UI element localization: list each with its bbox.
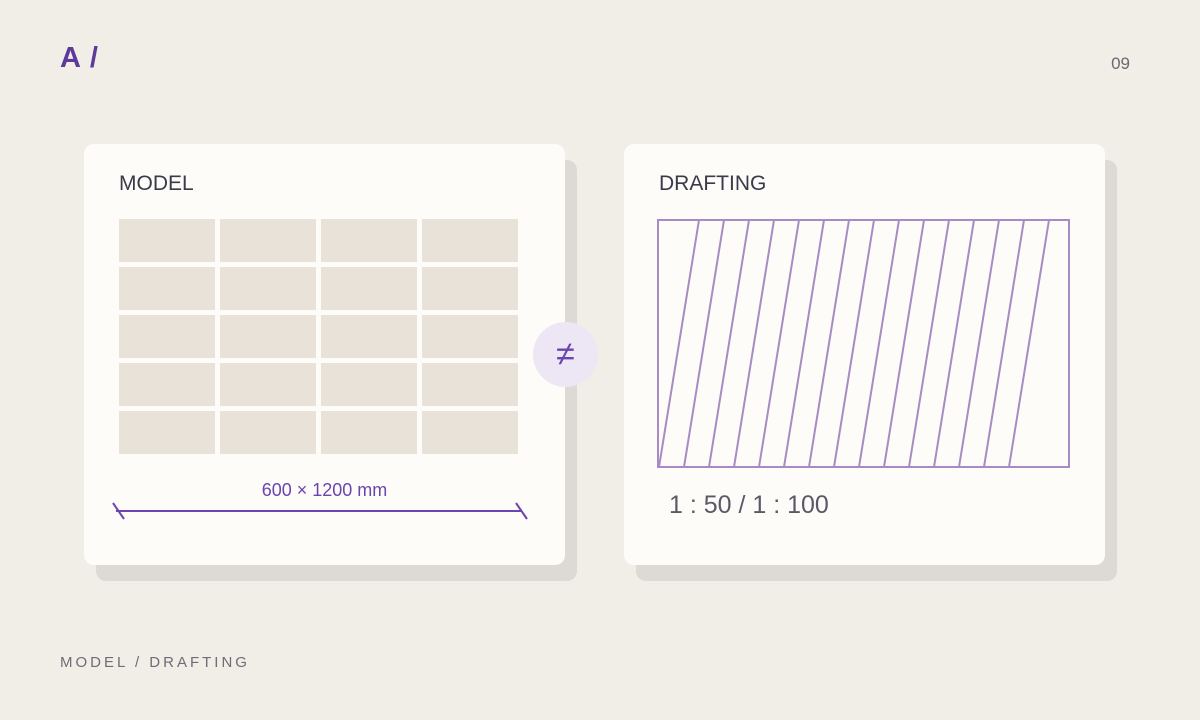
tile — [321, 219, 417, 262]
tile — [220, 315, 316, 358]
hatch-line — [808, 219, 850, 468]
tile — [321, 267, 417, 310]
tile — [422, 363, 518, 406]
logo: A / — [60, 42, 99, 74]
hatch-line — [1008, 219, 1050, 468]
hatch-line — [833, 219, 875, 468]
tile — [119, 219, 215, 262]
hatch-line — [958, 219, 1000, 468]
tile — [220, 411, 316, 454]
not-equal-icon: ≠ — [533, 322, 598, 387]
tile — [422, 315, 518, 358]
tile — [422, 219, 518, 262]
tile — [321, 411, 417, 454]
hatch-line — [658, 219, 700, 468]
footer-caption: MODEL / DRAFTING — [60, 654, 250, 671]
tile — [220, 219, 316, 262]
hatch-line — [683, 219, 725, 468]
tile — [321, 363, 417, 406]
hatch-line — [758, 219, 800, 468]
tile — [220, 363, 316, 406]
tile — [321, 315, 417, 358]
model-card: MODEL 600 × 1200 mm — [84, 144, 565, 565]
dimension-line — [112, 502, 528, 520]
hatch-line — [783, 219, 825, 468]
hatch-line — [733, 219, 775, 468]
scale-label: 1 : 50 / 1 : 100 — [669, 491, 829, 519]
hatch-line — [933, 219, 975, 468]
tile — [119, 363, 215, 406]
tile — [422, 411, 518, 454]
hatch-line — [708, 219, 750, 468]
page-number: 09 — [1111, 54, 1130, 73]
tile — [119, 315, 215, 358]
tile — [422, 267, 518, 310]
hatch-line — [883, 219, 925, 468]
tile — [220, 267, 316, 310]
dimension-label: 600 × 1200 mm — [261, 480, 388, 500]
drafting-card: DRAFTING 1 : 50 / 1 : 100 — [624, 144, 1105, 565]
hatch-frame — [657, 219, 1070, 468]
tile — [119, 411, 215, 454]
tile — [119, 267, 215, 310]
drafting-card-title: DRAFTING — [659, 172, 767, 195]
hatch-line — [858, 219, 900, 468]
model-card-title: MODEL — [119, 172, 194, 195]
hatch-line — [908, 219, 950, 468]
hatch-line — [983, 219, 1025, 468]
hatch-pattern — [657, 219, 1070, 468]
tile-grid — [119, 219, 518, 454]
